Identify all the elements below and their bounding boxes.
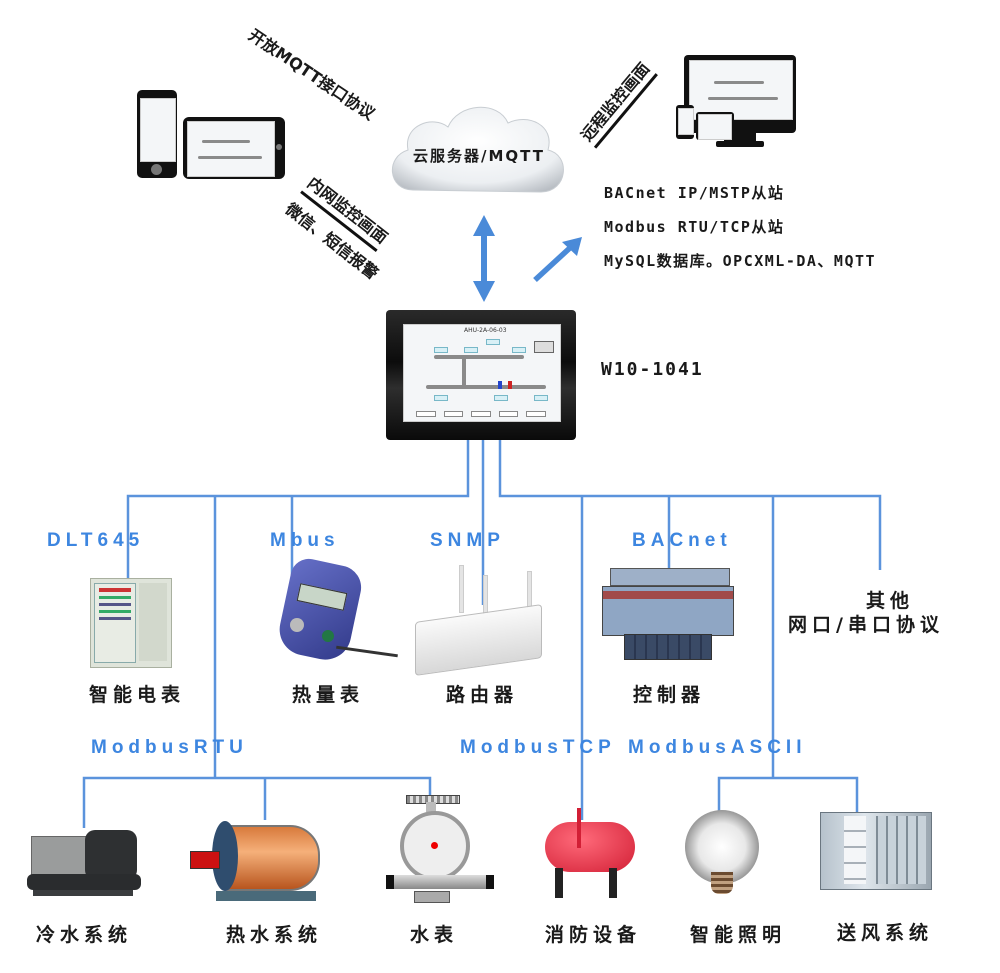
protocol-snmp: SNMP <box>430 530 505 551</box>
diag-arrow-shaft <box>533 243 574 283</box>
led-bulb-icon <box>685 810 759 902</box>
protocol-dlt645: DLT645 <box>47 530 145 551</box>
other-title: 其他 <box>866 590 915 612</box>
router-icon <box>415 565 542 676</box>
device-label-heat-meter: 热量表 <box>292 684 365 706</box>
device-label-smart-lighting: 智能照明 <box>690 924 787 946</box>
device-label-hot-water: 热水系统 <box>226 924 323 946</box>
capability-bacnet: BACnet IP/MSTP从站 <box>604 184 785 202</box>
remote-monitor-image <box>676 55 802 151</box>
arrow-head-up <box>473 215 495 236</box>
bus-right <box>498 440 882 570</box>
protocol-mbus: Mbus <box>270 530 340 551</box>
small-tablet-icon <box>696 112 734 140</box>
tablet-icon <box>183 117 285 179</box>
gateway-screen-title: AHU-2A-06-03 <box>464 327 507 334</box>
cloud-icon <box>392 106 564 193</box>
cloud-server: 云服务器/MQTT <box>383 95 573 205</box>
device-label-router: 路由器 <box>446 684 519 706</box>
diag-arrow-head <box>562 237 582 256</box>
device-label-water-meter: 水表 <box>410 924 459 946</box>
plc-controller-icon <box>602 568 734 660</box>
protocol-bacnet: BACnet <box>632 530 732 551</box>
small-phone-icon <box>676 105 694 139</box>
arrow-head-down <box>473 281 495 302</box>
protocol-modbustcp: ModbusTCP <box>460 737 616 758</box>
device-label-controller: 控制器 <box>633 684 706 706</box>
device-label-smart-meter: 智能电表 <box>89 684 186 706</box>
water-meter-icon <box>386 795 494 907</box>
heat-meter-icon <box>274 555 398 665</box>
protocol-modbusascii: ModbusASCII <box>628 737 807 758</box>
device-label-fire-equipment: 消防设备 <box>545 924 642 946</box>
gateway-device: AHU-2A-06-03 <box>386 310 576 440</box>
device-label-chilled-water: 冷水系统 <box>36 924 133 946</box>
gateway-screen: AHU-2A-06-03 <box>403 324 561 422</box>
cloud-label: 云服务器/MQTT <box>413 147 545 165</box>
chiller-icon <box>27 822 141 902</box>
device-label-air-supply: 送风系统 <box>837 922 934 944</box>
protocol-modbusrtu: ModbusRTU <box>91 737 248 758</box>
bus-ascii <box>717 776 859 828</box>
desktop-monitor-icon <box>684 55 796 133</box>
mobile-devices-image <box>137 90 285 182</box>
boiler-icon <box>190 815 328 907</box>
bus-left <box>126 440 470 578</box>
bus-rtu <box>82 776 432 828</box>
capability-modbus: Modbus RTU/TCP从站 <box>604 218 785 236</box>
electric-cabinet-icon <box>90 578 172 668</box>
gateway-model: W10-1041 <box>601 359 704 380</box>
phone-icon <box>137 90 177 178</box>
other-subtitle: 网口/串口协议 <box>788 614 944 636</box>
capability-db: MySQL数据库。OPCXML-DA、MQTT <box>604 252 877 270</box>
fire-tank-icon <box>545 808 635 902</box>
air-handler-icon <box>820 812 932 890</box>
